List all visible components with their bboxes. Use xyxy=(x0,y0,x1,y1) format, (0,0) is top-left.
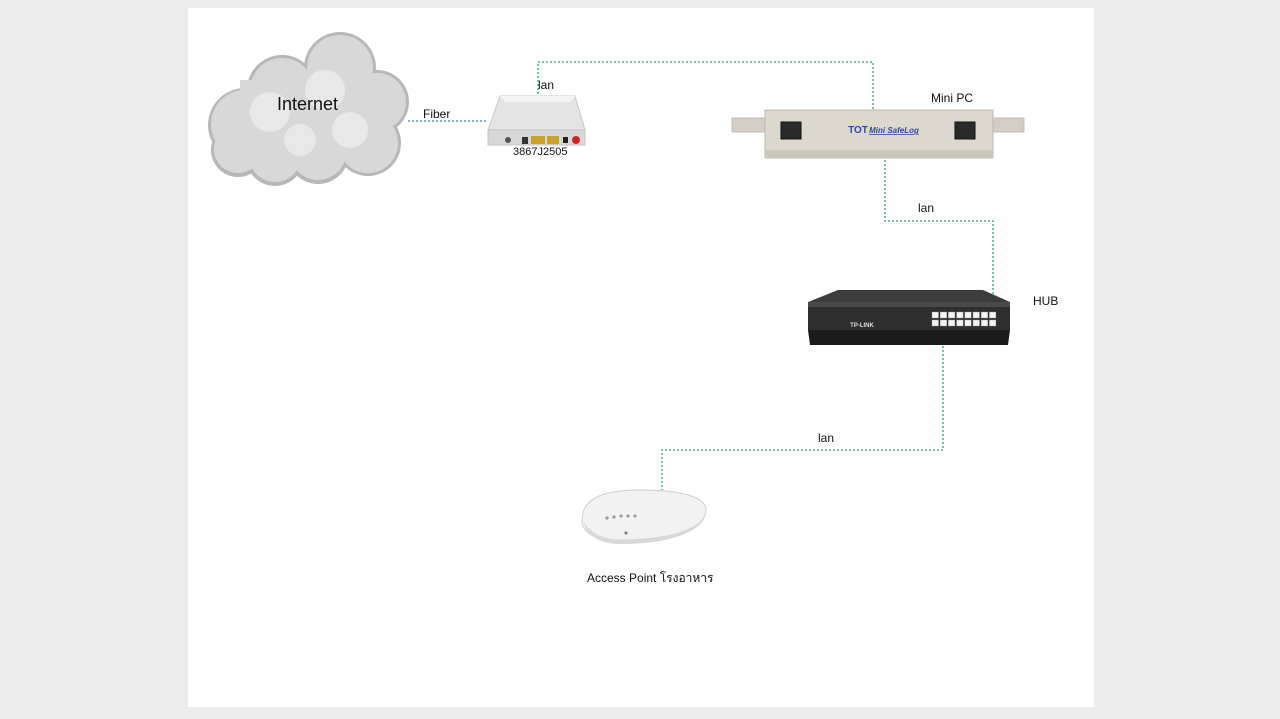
hub-port xyxy=(948,319,956,327)
hub-switch-icon: TP-LINK xyxy=(808,290,1010,345)
hub-port xyxy=(940,319,947,327)
hub-port xyxy=(931,311,939,319)
lan-label-onu-minipc: lan xyxy=(538,78,555,92)
hub-port xyxy=(981,319,988,327)
hub-port xyxy=(940,311,947,319)
mini-pc-label: Mini PC xyxy=(931,91,974,105)
lan-label-hub-ap: lan xyxy=(818,431,835,445)
tot-logo: TOT xyxy=(848,125,868,136)
internet-label: Internet xyxy=(277,94,339,114)
hub-port xyxy=(956,311,964,319)
lan-label-minipc-hub: lan xyxy=(918,201,935,215)
fiber-link-label: Fiber xyxy=(423,107,451,121)
onu-router-icon xyxy=(487,95,586,146)
lan-link-hub-ap xyxy=(661,338,944,490)
hub-port xyxy=(989,319,997,327)
access-point-icon xyxy=(581,489,707,544)
hub-port xyxy=(948,311,956,319)
lan-link-minipc-hub xyxy=(884,152,994,300)
mini-pc-icon: TOT Mini SafeLog xyxy=(731,109,1025,159)
hub-port xyxy=(981,311,988,319)
onu-label: 3867J2505 xyxy=(513,146,568,158)
mini-pc-brand-text: Mini SafeLog xyxy=(869,126,919,135)
tplink-logo: TP-LINK xyxy=(850,323,874,329)
access-point-label: Access Point โรงอาหาร xyxy=(587,571,714,585)
hub-port xyxy=(989,311,997,319)
hub-port xyxy=(972,319,980,327)
hub-label: HUB xyxy=(1033,294,1059,308)
cloud-icon xyxy=(208,32,409,186)
hub-port xyxy=(964,319,972,327)
hub-port xyxy=(931,319,939,327)
hub-port xyxy=(972,311,980,319)
hub-port xyxy=(964,311,972,319)
hub-port xyxy=(956,319,964,327)
